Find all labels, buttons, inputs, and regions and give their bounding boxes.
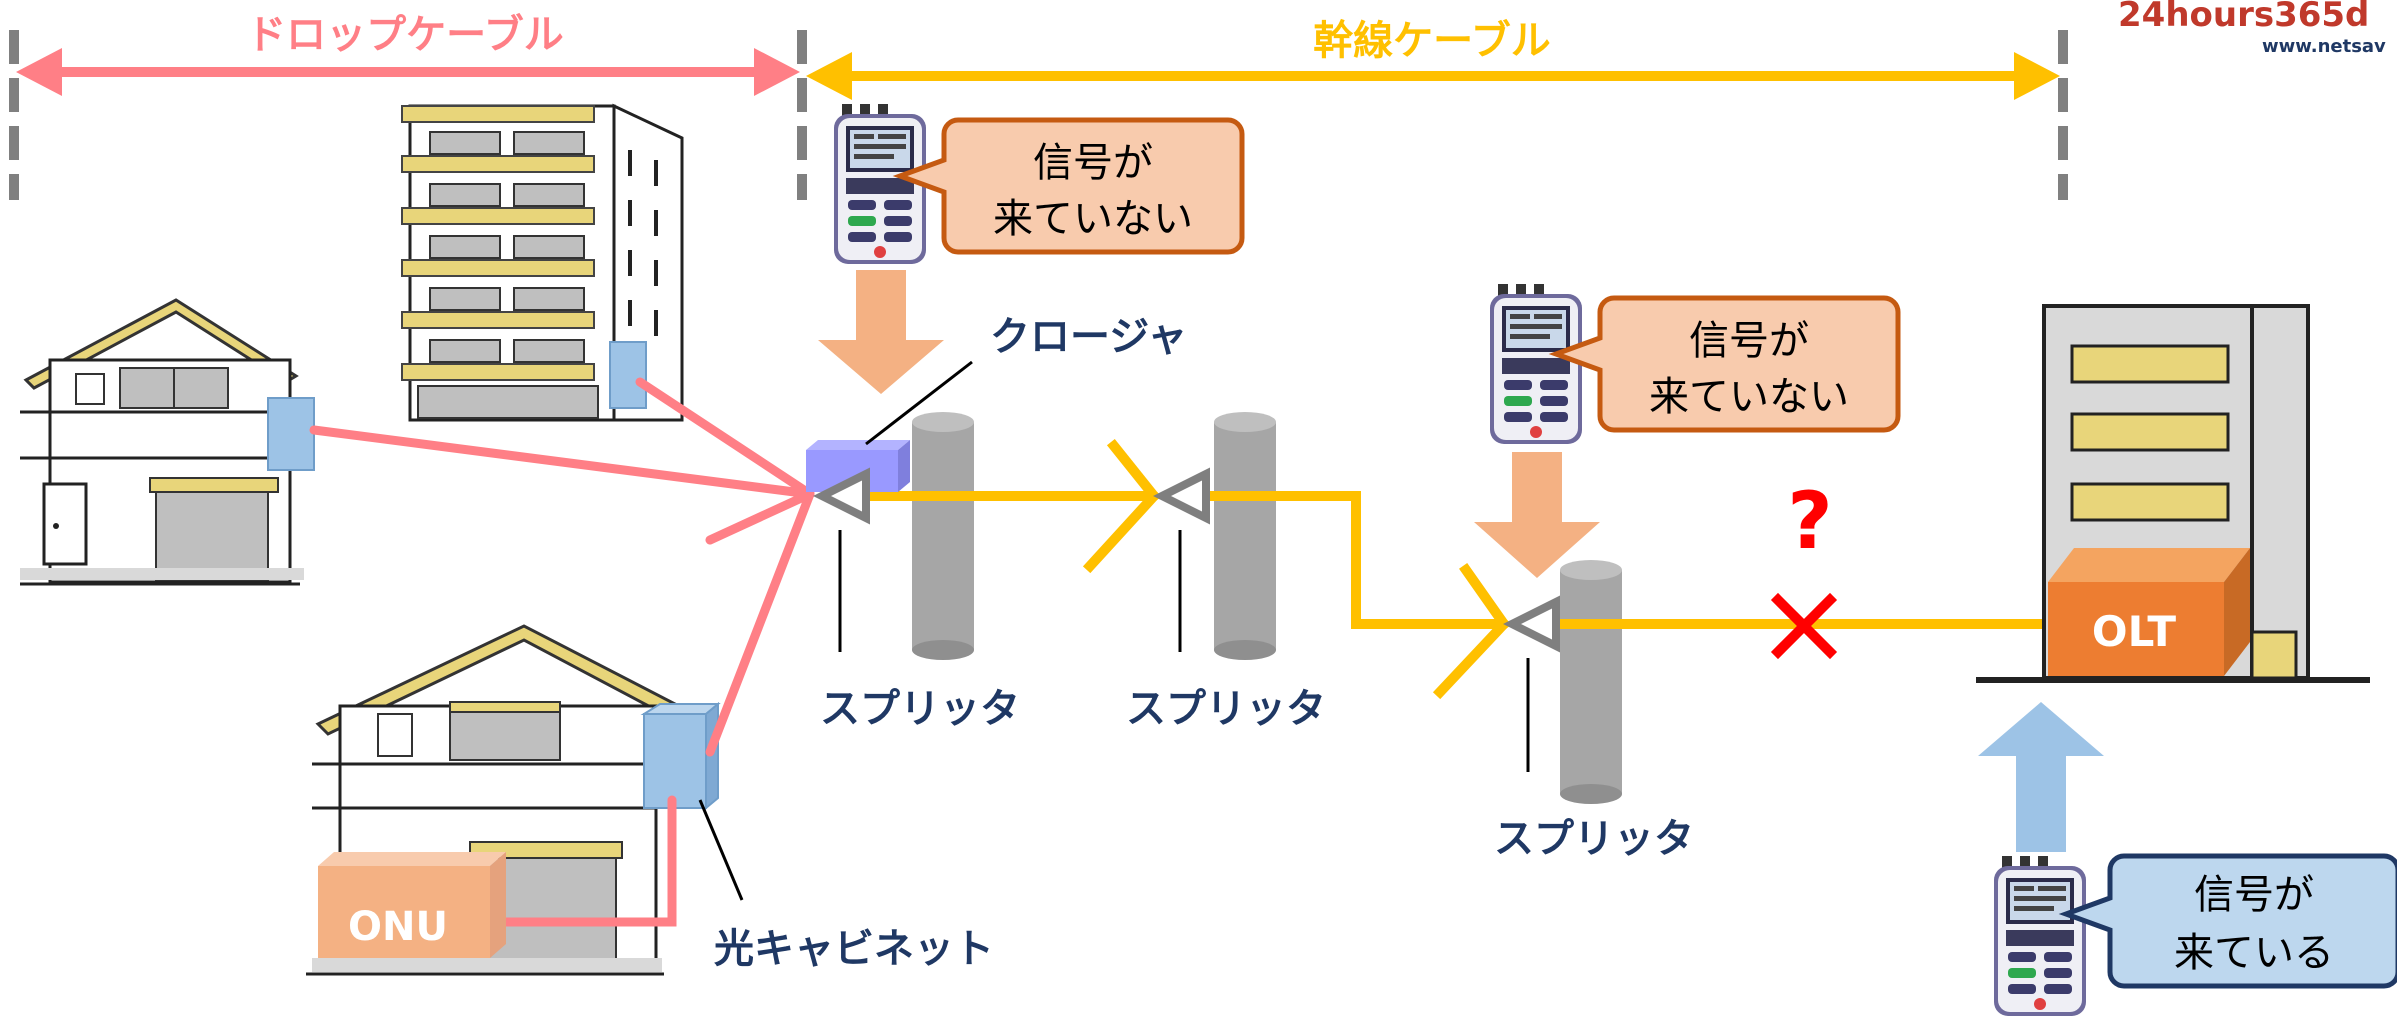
onu-label: ONU	[348, 904, 448, 950]
olt-label: OLT	[2092, 607, 2177, 656]
cabinet-leader-line	[698, 799, 744, 901]
fault-marker: ?	[1770, 477, 1838, 660]
otdr-meter-icon	[1994, 856, 2086, 1016]
up-arrow-olt	[1978, 702, 2104, 852]
callout-splitter-no-signal: 信号が 来ていない	[1548, 295, 1901, 433]
splitter-icon	[1153, 467, 1210, 652]
callout-2-line-2: 来ていない	[1649, 374, 1849, 420]
olt-icon: OLT	[2048, 548, 2250, 676]
closure-leader-line	[865, 360, 973, 446]
callout-1-line-2: 来ていない	[993, 196, 1193, 242]
drop-cables	[309, 377, 815, 927]
drop-cable-span-arrow: ドロップケーブル	[16, 12, 800, 96]
down-arrow-splitter	[1474, 452, 1600, 578]
callout-3-line-1: 信号が	[2194, 872, 2314, 918]
otdr-meter-icon	[834, 104, 926, 264]
trunk-cable-label: 幹線ケーブル	[1313, 18, 1551, 64]
callout-closure-no-signal: 信号が 来ていない	[892, 117, 1245, 255]
trunk-cable	[857, 438, 2055, 700]
span-markers	[9, 30, 2068, 200]
brand-logo-main: 24hours365d	[2118, 0, 2369, 35]
trunk-cable-span-arrow: 幹線ケーブル	[806, 18, 2060, 100]
brand-logo: 24hours365d www.netsav	[2118, 0, 2386, 57]
drop-cable-label: ドロップケーブル	[246, 12, 564, 58]
splitter-icon	[1503, 595, 1560, 772]
fault-x-icon	[1770, 592, 1838, 660]
callout-3-line-2: 来ている	[2174, 930, 2334, 976]
otdr-meter-icon	[1490, 284, 1582, 444]
optical-cabinet-label: 光キャビネット	[714, 926, 994, 972]
splitter-label-1: スプリッタ	[820, 686, 1020, 732]
splitter-label-2: スプリッタ	[1126, 686, 1326, 732]
callout-olt-signal-ok: 信号が 来ている	[2058, 853, 2397, 989]
callout-1-line-1: 信号が	[1033, 140, 1153, 186]
house-icon	[20, 298, 315, 586]
down-arrow-closure	[818, 270, 944, 394]
apartment-building-icon	[401, 103, 684, 422]
fault-question-mark: ?	[1787, 477, 1832, 567]
splitter-icon	[813, 467, 870, 652]
splitter-label-3: スプリッタ	[1494, 816, 1694, 862]
brand-logo-sub: www.netsav	[2262, 36, 2386, 57]
poles	[912, 412, 1622, 804]
onu-icon: ONU	[318, 852, 506, 958]
callout-2-line-1: 信号が	[1689, 318, 1809, 364]
closure-label: クロージャ	[990, 314, 1187, 360]
